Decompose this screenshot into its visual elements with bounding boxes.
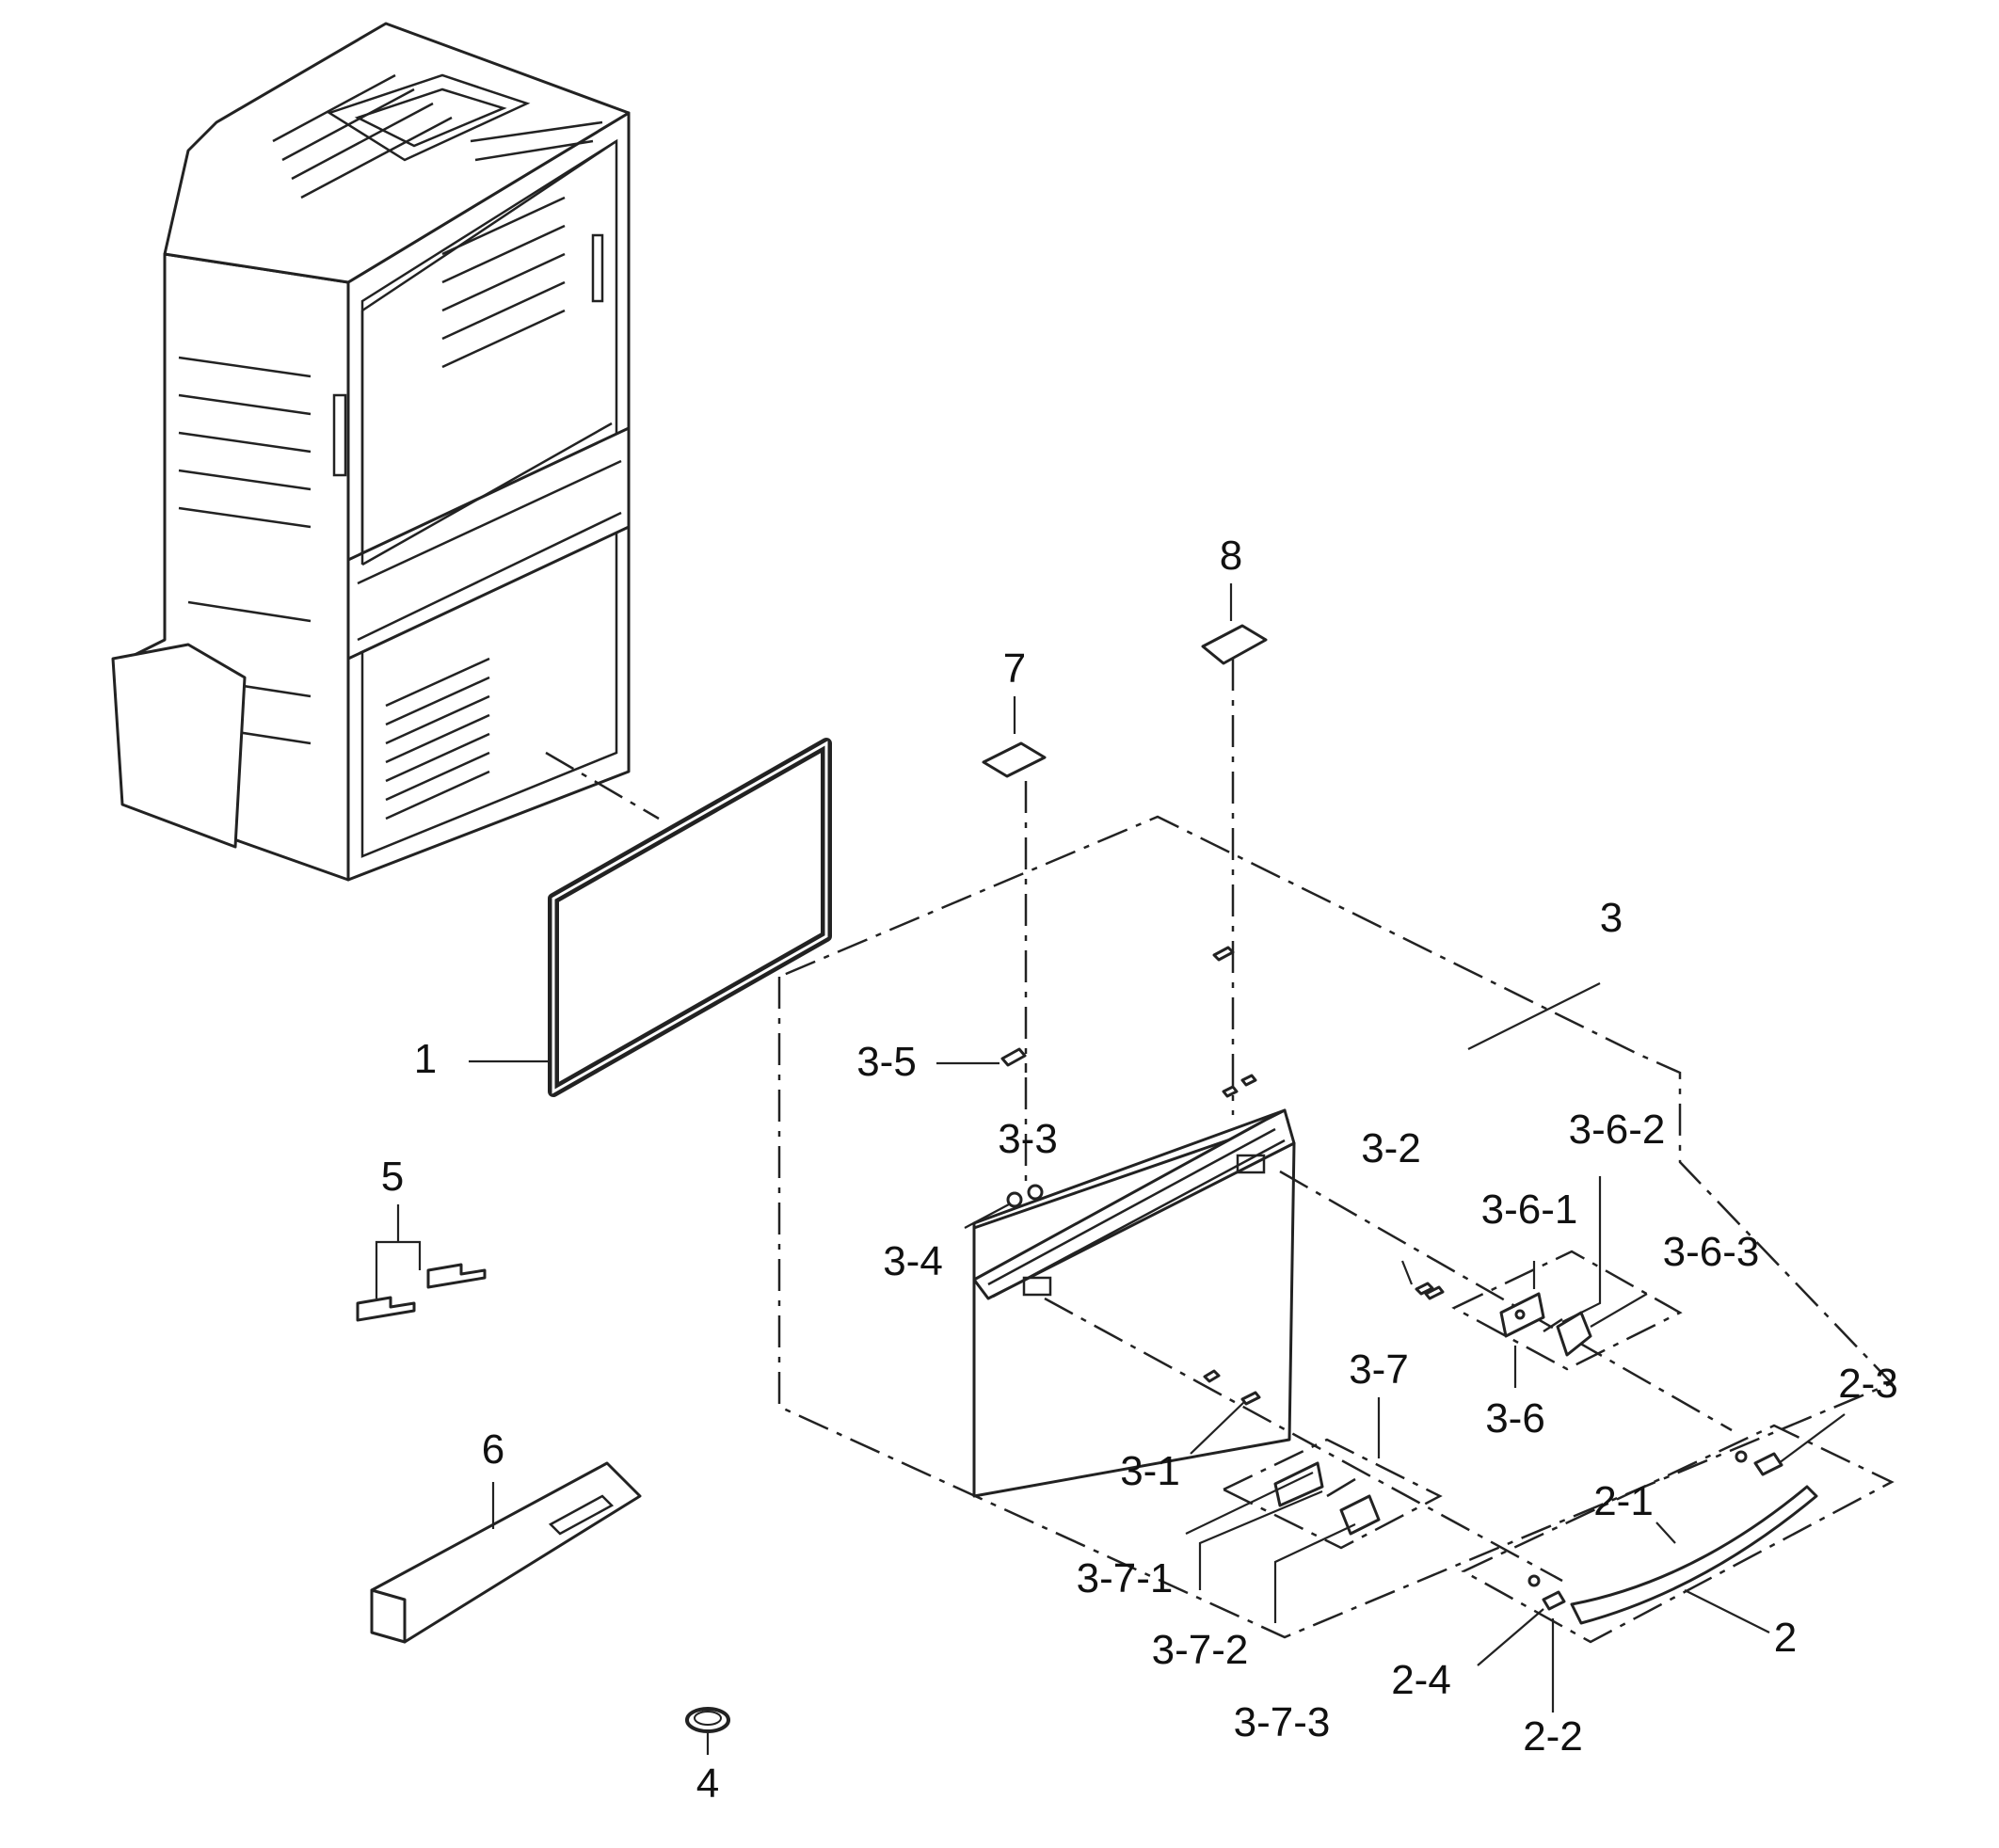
- label-8: 8: [1220, 533, 1242, 579]
- clip-pair: [356, 1263, 487, 1322]
- label-3-6-3: 3-6-3: [1663, 1229, 1760, 1275]
- bin-part: [370, 1461, 642, 1644]
- gasket-assembly-line: [545, 751, 660, 820]
- label-3-7-3: 3-7-3: [1234, 1699, 1331, 1745]
- label-3-4: 3-4: [883, 1238, 943, 1284]
- leader-5: [375, 1240, 422, 1298]
- snap-ring-icon: [685, 1707, 730, 1733]
- label-5: 5: [381, 1154, 404, 1200]
- assembly-3-boundary: [777, 815, 1895, 1639]
- label-2-4: 2-4: [1391, 1657, 1451, 1703]
- label-3-1: 3-1: [1120, 1448, 1180, 1494]
- label-2-1: 2-1: [1593, 1478, 1654, 1524]
- label-3-6: 3-6: [1485, 1395, 1545, 1442]
- label-4: 4: [696, 1760, 719, 1807]
- door-handle-icon: [1570, 1485, 1818, 1625]
- label-2-2: 2-2: [1523, 1713, 1583, 1760]
- label-3-7-1: 3-7-1: [1077, 1555, 1174, 1601]
- drawer-door-icon: [972, 1108, 1296, 1498]
- label-3-7: 3-7: [1349, 1346, 1409, 1393]
- label-3-7-2: 3-7-2: [1152, 1627, 1249, 1673]
- label-3-3: 3-3: [998, 1116, 1058, 1162]
- cover-8: [1201, 624, 1268, 665]
- refrigerator-cabinet-icon: [111, 22, 631, 882]
- subassembly-2: [1461, 1424, 1895, 1644]
- label-3-6-2: 3-6-2: [1569, 1107, 1666, 1153]
- hinge-3-6-3: [1556, 1311, 1592, 1357]
- subassembly-3-7: [1221, 1438, 1443, 1550]
- subassembly-3-6: [1451, 1250, 1683, 1371]
- label-3-6-1: 3-6-1: [1481, 1187, 1578, 1233]
- door-gasket-icon: [548, 738, 832, 1097]
- label-3: 3: [1600, 895, 1623, 941]
- hinge-3-7-3: [1339, 1494, 1381, 1536]
- label-2: 2: [1774, 1615, 1797, 1661]
- label-3-2: 3-2: [1361, 1125, 1421, 1171]
- hinge-plate-3-7-1: [1273, 1461, 1324, 1507]
- cover-7: [982, 741, 1047, 778]
- label-7: 7: [1003, 645, 1026, 692]
- label-1: 1: [414, 1036, 437, 1082]
- label-6: 6: [482, 1426, 504, 1473]
- label-3-5: 3-5: [856, 1039, 917, 1085]
- label-2-3: 2-3: [1838, 1361, 1898, 1407]
